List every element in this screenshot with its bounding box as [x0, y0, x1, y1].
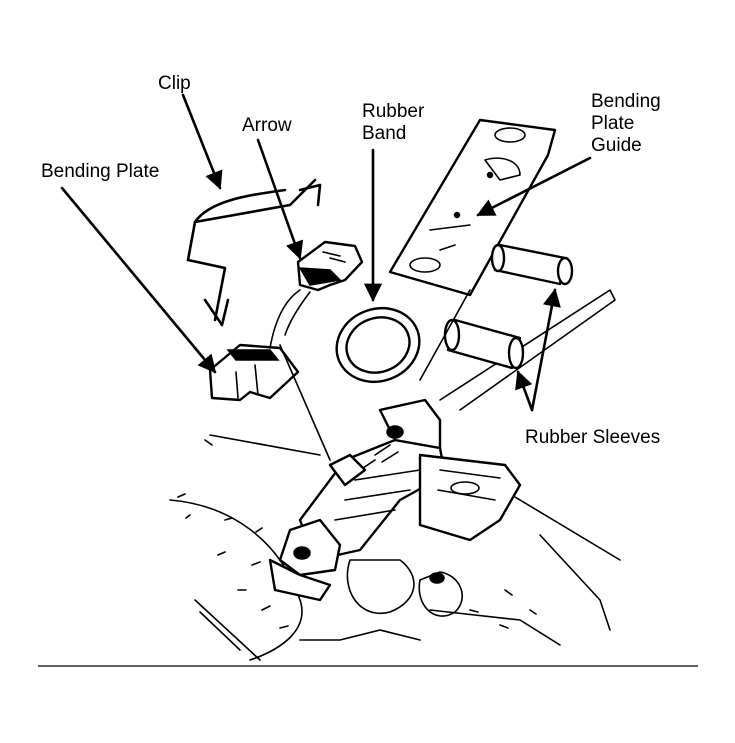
arrow-label: Arrow	[242, 115, 292, 136]
clip-label: Clip	[158, 73, 191, 94]
bending-plate-guide-leader	[476, 156, 592, 217]
bending-plate-guide	[388, 118, 557, 297]
bending-plate	[208, 289, 301, 402]
rubber-band-label-line1: Rubber	[362, 101, 425, 122]
arrow-leader	[256, 138, 304, 260]
rubber-band-label-line2: Band	[362, 123, 407, 144]
bending-plate-label: Bending Plate	[41, 161, 160, 182]
bending-plate-guide-label-line1: Bending	[591, 91, 661, 112]
leader-arrows	[60, 93, 592, 412]
bending-plate-guide-label-line3: Guide	[591, 135, 642, 156]
clip-leader	[181, 93, 223, 190]
rubber-sleeves-leader-lower	[515, 370, 534, 412]
rubber-band	[335, 307, 421, 383]
clip-part	[186, 178, 322, 327]
base-bracket-assembly	[268, 398, 522, 602]
housing-body	[169, 289, 621, 661]
rubber-sleeves-label: Rubber Sleeves	[525, 427, 661, 448]
rubber-sleeve-lower	[443, 318, 525, 370]
bending-plate-guide-label-line2: Plate	[591, 113, 635, 134]
arrow-part	[284, 240, 364, 336]
rubber-sleeves-leader-upper	[530, 288, 561, 412]
rubber-sleeve-upper	[490, 243, 574, 286]
bending-plate-leader	[60, 186, 217, 374]
assembly-guide-lines	[279, 289, 471, 461]
